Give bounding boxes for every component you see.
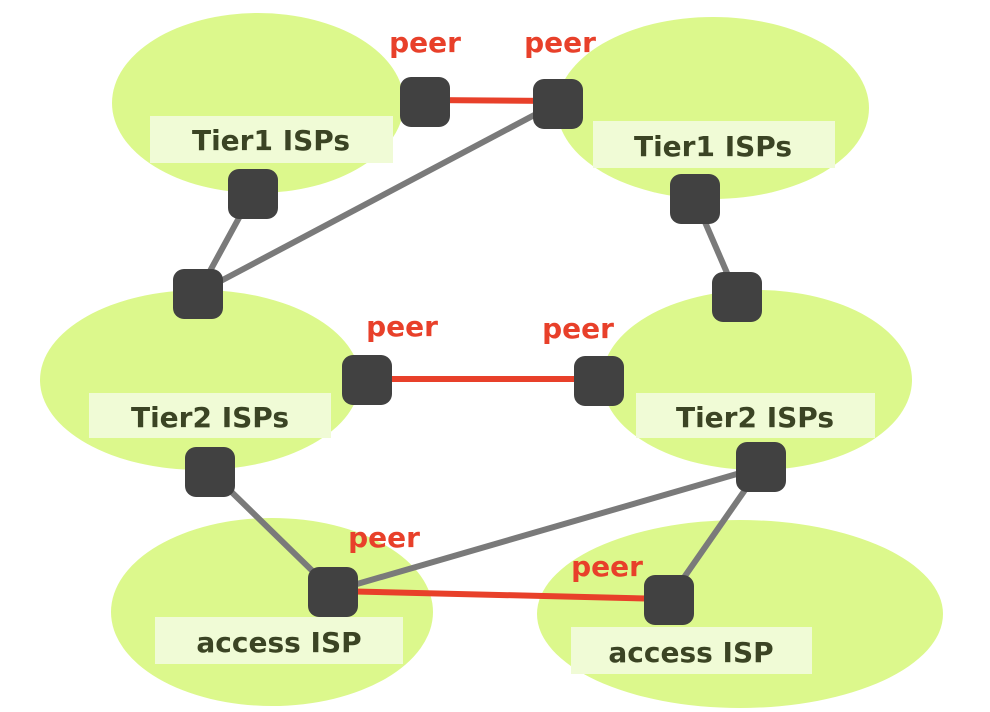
label-box-access-right bbox=[571, 627, 812, 674]
peer-label: peer bbox=[348, 521, 420, 554]
peer-label: peer bbox=[542, 312, 614, 345]
router-icon bbox=[308, 567, 358, 617]
router-icon bbox=[736, 442, 786, 492]
router-icon bbox=[400, 77, 450, 127]
peer-link-access bbox=[332, 588, 670, 602]
label-box-tier2-left bbox=[89, 393, 331, 438]
label-box-tier1-right bbox=[593, 121, 835, 168]
cloud-tier1-left bbox=[112, 13, 404, 193]
label-box-tier2-right bbox=[636, 393, 875, 438]
link-tier2right-access-left bbox=[332, 464, 762, 594]
router-icon bbox=[342, 355, 392, 405]
cloud-label-tier1-right: Tier1 ISPs bbox=[634, 130, 792, 163]
router-icon bbox=[712, 272, 762, 322]
link-tier1right-tier2left bbox=[196, 100, 559, 296]
cloud-label-tier2-right: Tier2 ISPs bbox=[676, 401, 834, 434]
cloud-access-right bbox=[537, 520, 943, 708]
cloud-tier1-right bbox=[557, 17, 869, 199]
peer-label: peer bbox=[366, 310, 438, 343]
router-icon bbox=[173, 269, 223, 319]
label-box-access-left bbox=[155, 617, 403, 664]
cloud-label-access-left: access ISP bbox=[196, 626, 361, 659]
label-box-tier1-left bbox=[150, 116, 393, 163]
peer-label: peer bbox=[524, 26, 596, 59]
router-icon bbox=[644, 575, 694, 625]
router-icon bbox=[533, 79, 583, 129]
peer-label: peer bbox=[389, 26, 461, 59]
router-icon bbox=[574, 356, 624, 406]
router-icon bbox=[185, 447, 235, 497]
peer-label: peer bbox=[571, 550, 643, 583]
router-icon bbox=[228, 169, 278, 219]
cloud-label-tier2-left: Tier2 ISPs bbox=[131, 401, 289, 434]
cloud-label-access-right: access ISP bbox=[608, 636, 773, 669]
router-icon bbox=[670, 174, 720, 224]
cloud-label-tier1-left: Tier1 ISPs bbox=[192, 124, 350, 157]
